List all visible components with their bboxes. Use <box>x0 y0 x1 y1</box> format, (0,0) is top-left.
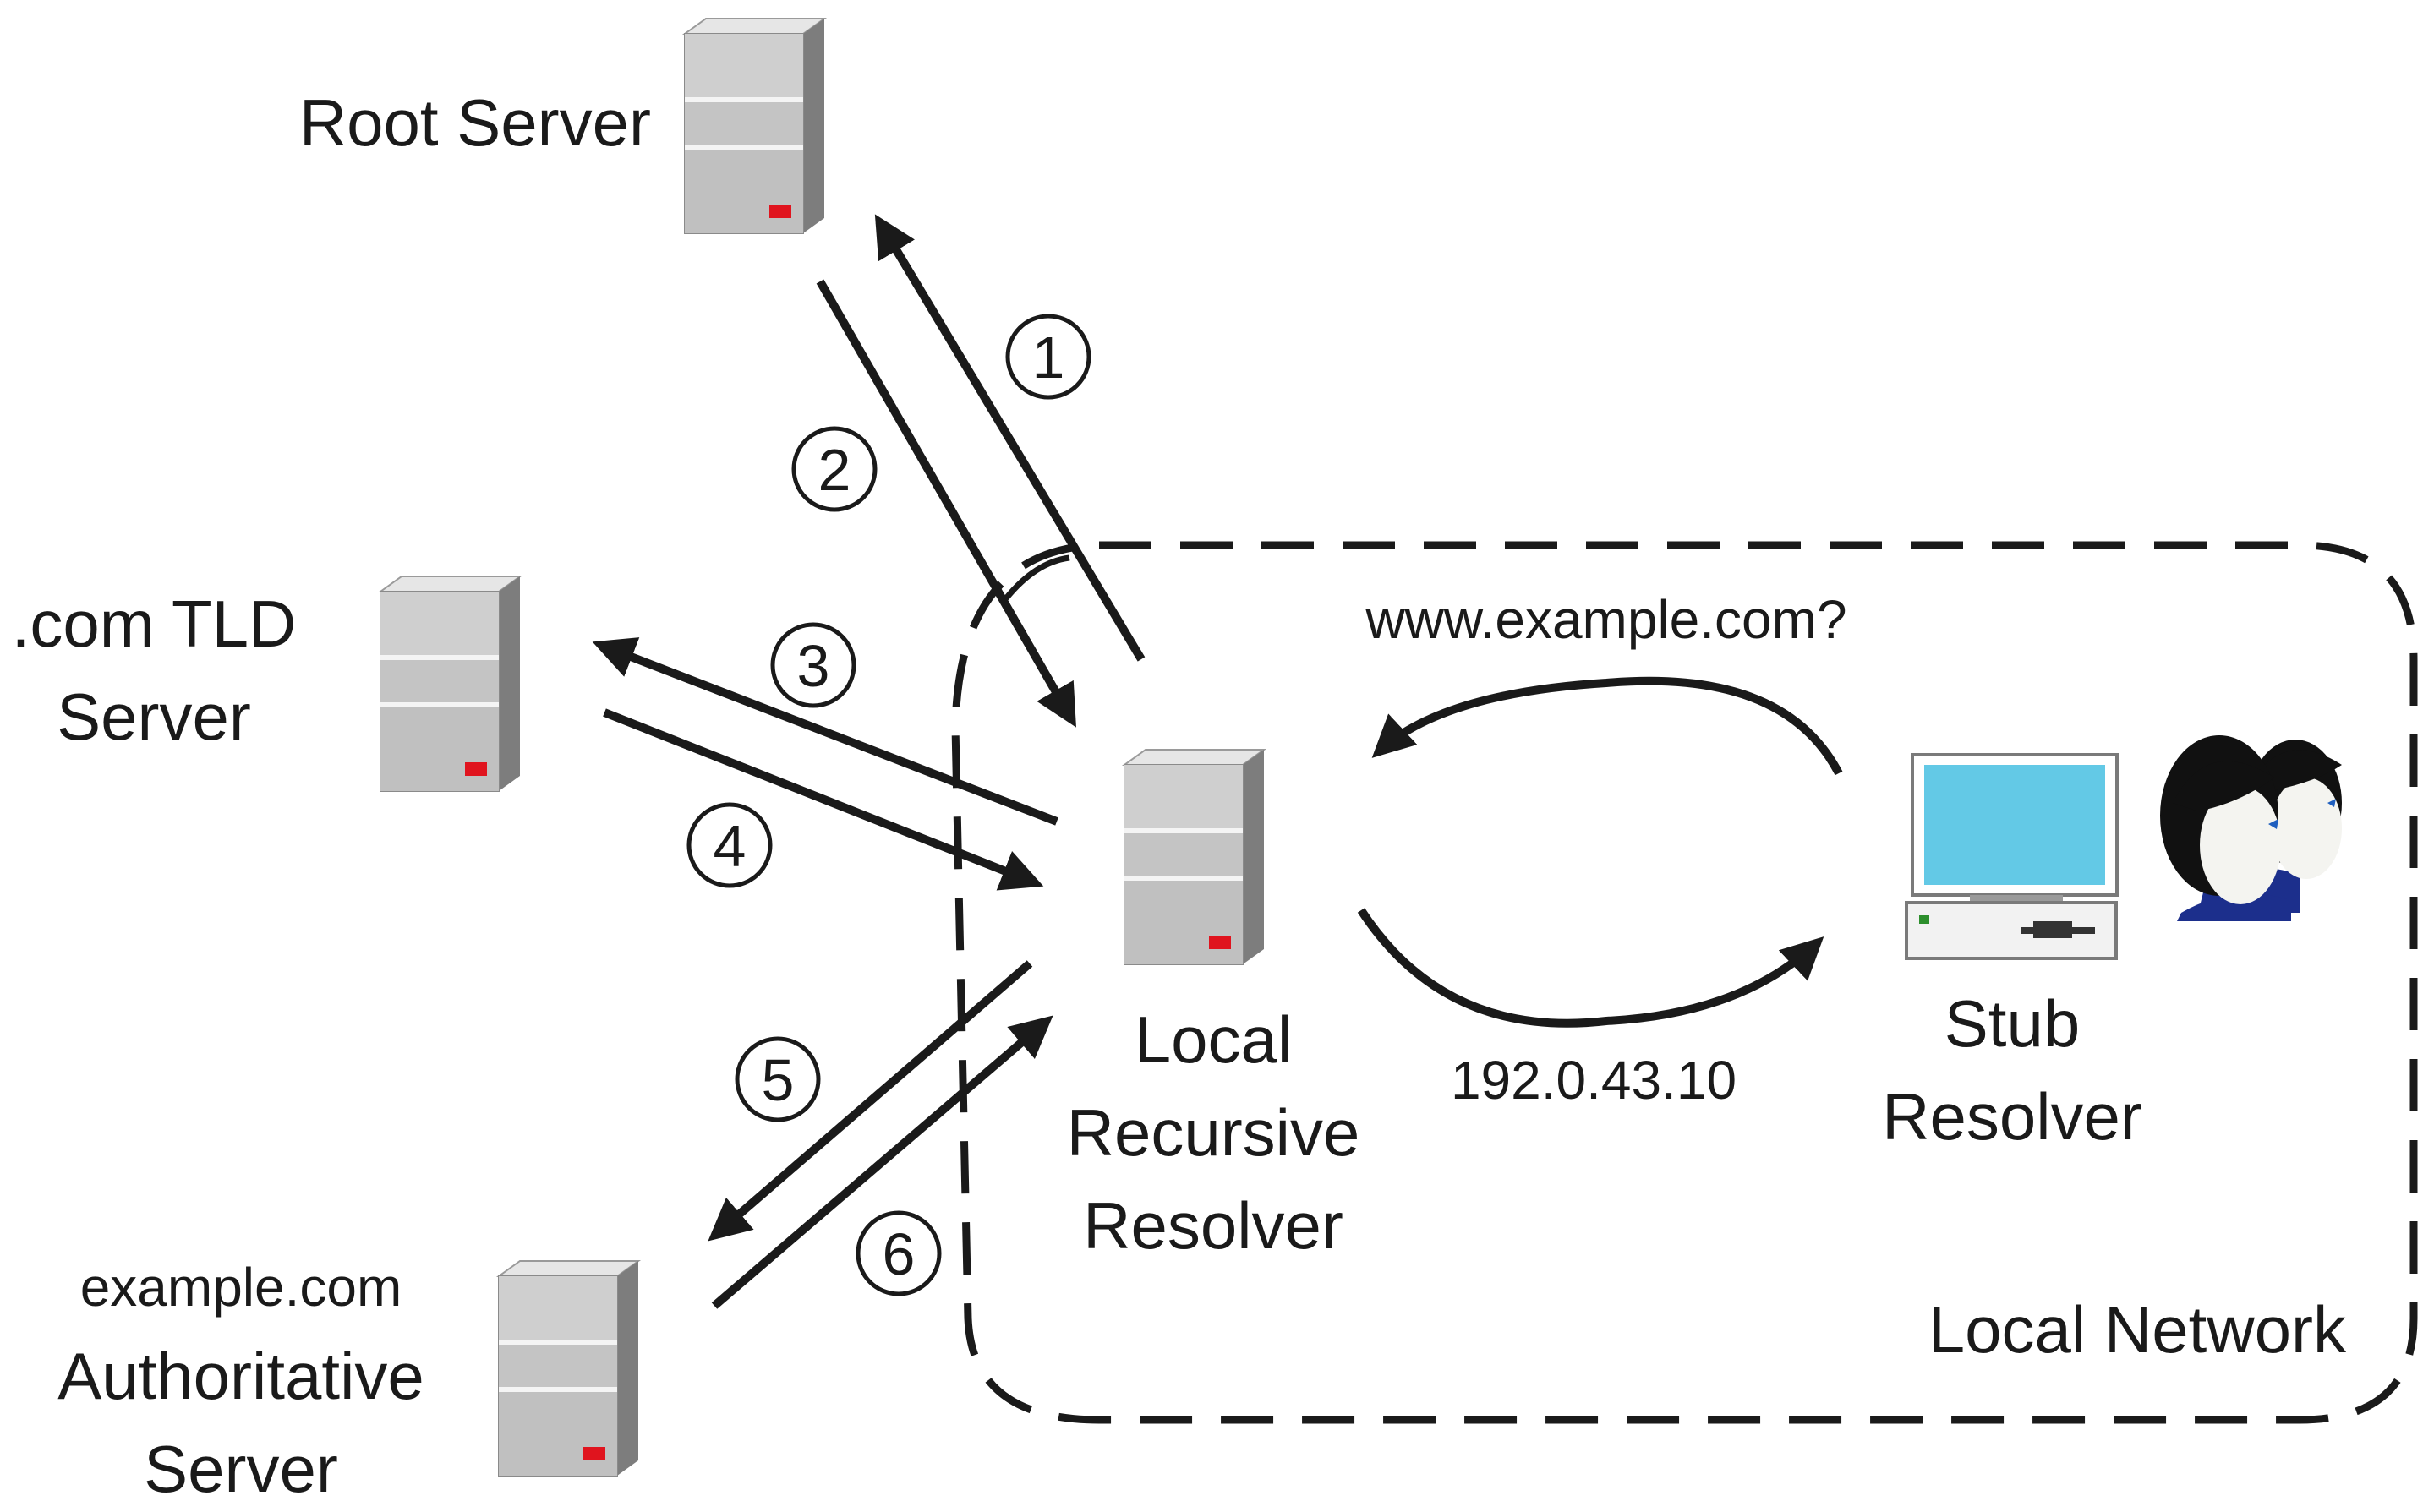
local-resolver-server-icon <box>1124 749 1265 965</box>
step-2-badge: 2 <box>791 426 878 512</box>
local-network-label: Local Network <box>1928 1292 2347 1367</box>
query-label: www.example.com? <box>1365 589 1846 650</box>
arrow-step-5 <box>708 960 1033 1242</box>
svg-text:2: 2 <box>818 437 851 503</box>
local-resolver-label-line1: Local <box>1135 1002 1292 1077</box>
tld-server-label-line1: .com TLD <box>12 587 297 661</box>
arrow-step-3 <box>592 637 1058 826</box>
step-4-badge: 4 <box>686 802 773 888</box>
answer-label: 192.0.43.10 <box>1451 1050 1737 1111</box>
authoritative-server-label-line2: Authoritative <box>57 1339 424 1413</box>
stub-resolver-label-line1: Stub <box>1944 986 2080 1061</box>
root-server-label: Root Server <box>299 85 651 160</box>
computer-icon <box>1905 753 2119 960</box>
root-server-icon <box>684 18 825 234</box>
query-arrow <box>1371 676 1843 776</box>
tld-server-icon <box>380 576 521 792</box>
svg-text:1: 1 <box>1032 325 1065 390</box>
authoritative-server-label-line3: Server <box>144 1432 338 1506</box>
step-3-badge: 3 <box>770 622 856 708</box>
authoritative-domain-label: example.com <box>80 1257 402 1318</box>
stub-resolver-label-line2: Resolver <box>1882 1079 2142 1154</box>
arrow-step-2 <box>816 279 1076 728</box>
users-icon <box>2160 735 2342 921</box>
svg-text:6: 6 <box>883 1221 916 1287</box>
svg-text:4: 4 <box>714 813 747 879</box>
local-network-boundary <box>951 541 2418 1424</box>
angle-arc <box>1004 554 1070 601</box>
svg-text:5: 5 <box>762 1047 795 1113</box>
svg-text:3: 3 <box>797 633 830 699</box>
local-resolver-label-line3: Resolver <box>1083 1188 1343 1263</box>
answer-arrow <box>1357 908 1824 1028</box>
step-5-badge: 5 <box>735 1036 821 1122</box>
authoritative-server-icon <box>498 1260 639 1477</box>
arrow-step-4 <box>603 708 1044 891</box>
local-resolver-label-line2: Recursive <box>1067 1095 1360 1170</box>
step-1-badge: 1 <box>1005 314 1091 400</box>
arrow-step-1 <box>874 214 1146 662</box>
tld-server-label-line2: Server <box>57 680 251 754</box>
step-6-badge: 6 <box>856 1210 942 1296</box>
arrow-step-6 <box>711 1015 1053 1309</box>
